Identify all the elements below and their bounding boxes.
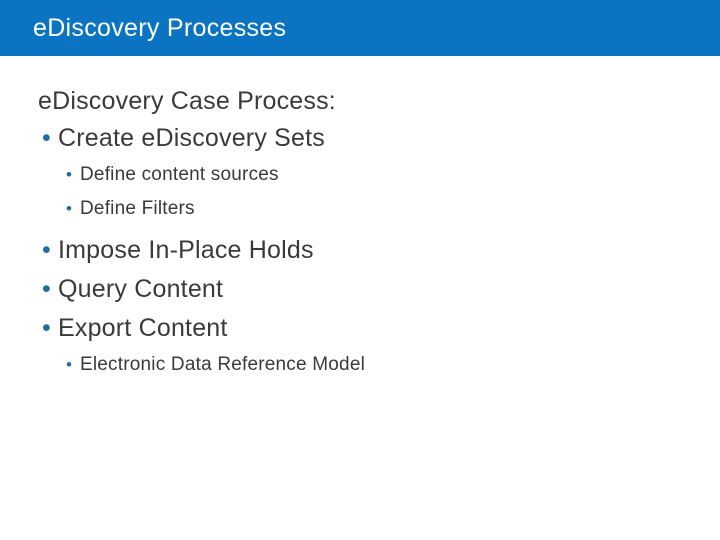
bullet-icon: •: [66, 199, 73, 218]
bullet-item: •Create eDiscovery Sets: [0, 121, 720, 155]
bullet-item: • Define Filters: [0, 195, 720, 223]
bullet-text: Export Content: [58, 314, 228, 342]
bullet-text: Electronic Data Reference Model: [80, 354, 366, 375]
bullet-item: • Electronic Data Reference Model: [0, 351, 720, 379]
bullet-text: Impose In-Place Holds: [58, 236, 314, 264]
bullet-item: •Export Content: [0, 311, 720, 345]
bullet-icon: •: [42, 124, 51, 152]
slide-title-bar: eDiscovery Processes: [0, 0, 720, 56]
slide-title: eDiscovery Processes: [33, 13, 287, 42]
bullet-text: Create eDiscovery Sets: [58, 124, 325, 152]
bullet-text: Define content sources: [80, 164, 279, 185]
bullet-item: •Impose In-Place Holds: [0, 233, 720, 267]
bullet-icon: •: [42, 314, 51, 342]
bullet-text: Define Filters: [80, 198, 195, 219]
bullet-icon: •: [42, 236, 51, 264]
bullet-list: •Create eDiscovery Sets•Define content s…: [0, 121, 720, 379]
slide-body: eDiscovery Case Process: •Create eDiscov…: [0, 86, 720, 379]
bullet-item: •Query Content: [0, 272, 720, 306]
body-heading: eDiscovery Case Process:: [38, 87, 336, 115]
bullet-icon: •: [66, 165, 73, 184]
bullet-item: • Define content sources: [0, 161, 720, 189]
bullet-text: Query Content: [58, 275, 224, 303]
bullet-icon: •: [66, 355, 73, 374]
bullet-icon: •: [42, 275, 51, 303]
